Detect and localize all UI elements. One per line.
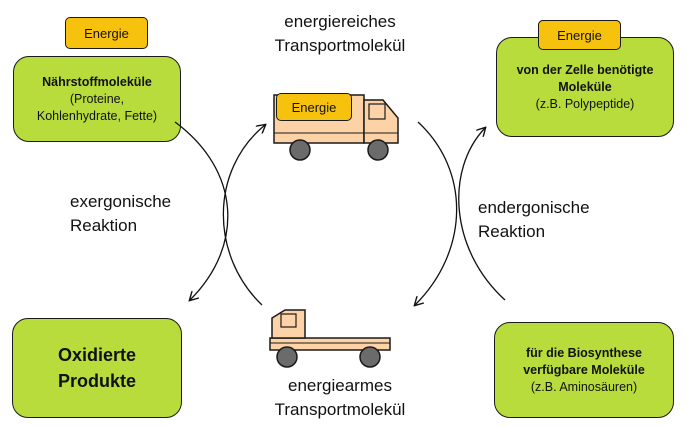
curved-arrow-icon	[222, 125, 265, 306]
nutrients-box: Nährstoffmoleküle (Proteine, Kohlenhydra…	[13, 56, 181, 142]
nutrients-line1: (Proteine,	[69, 91, 125, 106]
needed-title-line1: von der Zelle benötigte	[516, 62, 654, 77]
poor-transport-label: energiearmes Transportmolekül	[274, 376, 406, 419]
oxidized-line1: Oxidierte	[57, 345, 137, 365]
needed-subtitle: (z.B. Polypeptide)	[535, 96, 635, 111]
oxidized-products-box: Oxidierte Produkte	[12, 318, 182, 418]
energy-tag-right-front: Energie	[538, 20, 621, 50]
endergonic-reaction-label: endergonische Reaktion	[478, 198, 590, 241]
energy-tag-left: Energie	[65, 17, 148, 49]
rich-transport-label: energiereiches Transportmolekül	[274, 12, 406, 55]
oxidized-line2: Produkte	[57, 371, 136, 391]
biosynthesis-subtitle: (z.B. Aminosäuren)	[530, 379, 638, 394]
exergonic-reaction-label: exergonische Reaktion	[70, 192, 172, 235]
nutrients-title: Nährstoffmoleküle	[42, 74, 152, 89]
needed-title-line2: Moleküle	[558, 79, 612, 94]
truck-empty-icon	[269, 309, 391, 368]
biosynthesis-title-line1: für die Biosynthese	[526, 345, 642, 360]
curved-arrow-icon	[174, 121, 229, 300]
energy-tag-truck: Energie	[276, 93, 352, 121]
nutrients-line2: Kohlenhydrate, Fette)	[36, 108, 158, 123]
curved-arrow-icon	[415, 121, 458, 305]
biosynthesis-title-line2: verfügbare Moleküle	[523, 362, 645, 377]
curved-arrow-icon	[458, 128, 506, 301]
biosynthesis-box: für die Biosynthese verfügbare Moleküle …	[494, 322, 674, 418]
